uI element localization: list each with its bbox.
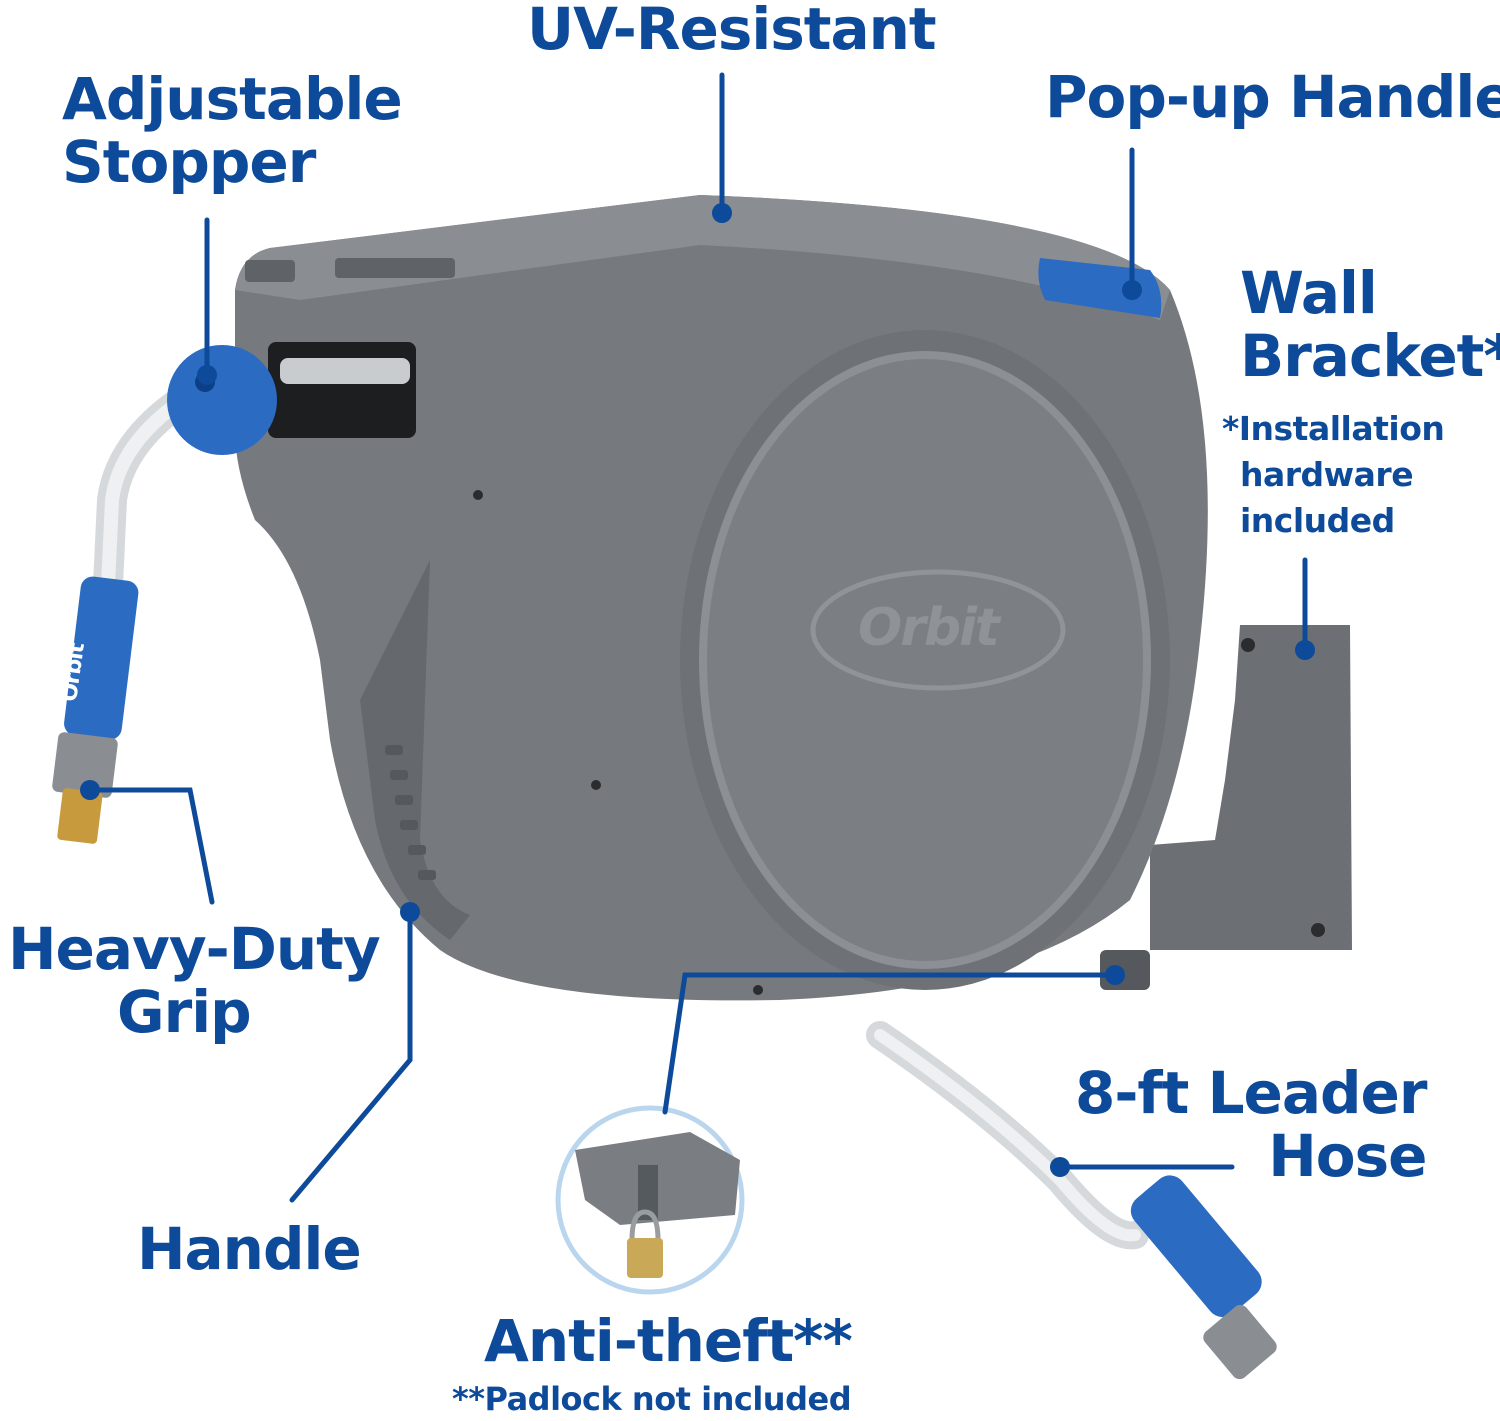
uv-resistant-label: UV-Resistant [527, 0, 937, 63]
wall-bracket-shape [1150, 625, 1352, 950]
adjustable-stopper-line-2: Stopper [62, 127, 316, 196]
leader-hose-label: 8-ft Leader Hose [1075, 1059, 1427, 1190]
leader-hose-line-1: 8-ft Leader [1075, 1059, 1427, 1127]
wall-bracket-note-line-3: included [1240, 501, 1395, 541]
wall-bracket-note-line-1: *Installation [1222, 409, 1445, 448]
wall-bracket-label: Wall Bracket* [1240, 262, 1500, 387]
anti-theft-inset [555, 1105, 745, 1295]
heavy-duty-grip-line-1: Heavy-Duty [8, 915, 381, 983]
heavy-duty-grip-label: Heavy-Duty Grip [8, 915, 381, 1046]
popup-handle-label: Pop-up Handle [1045, 63, 1500, 131]
padlock-icon [627, 1209, 663, 1278]
adjustable-stopper-line-1: Adjustable [62, 65, 403, 133]
wall-bracket-line-2: Bracket* [1240, 321, 1500, 390]
reel-logo: Orbit [858, 598, 1000, 658]
heavy-duty-grip-line-2: Grip [117, 977, 252, 1046]
wall-bracket-line-1: Wall [1240, 259, 1378, 327]
callout-lines [87, 72, 1308, 1203]
wall-bracket-note: *Installation hardware included [1222, 406, 1445, 545]
leader-hose-line-2: Hose [1268, 1121, 1427, 1190]
handle-label: Handle [137, 1215, 362, 1283]
wall-bracket-note-line-2: hardware [1240, 455, 1414, 495]
reel-body [235, 195, 1208, 1001]
adjustable-stopper-label: Adjustable Stopper [62, 65, 403, 196]
leader-hose [866, 1021, 1277, 1380]
anti-theft-label: Anti-theft** [484, 1307, 853, 1375]
hose-top [52, 345, 277, 844]
anti-theft-note: **Padlock not included [452, 1380, 852, 1418]
